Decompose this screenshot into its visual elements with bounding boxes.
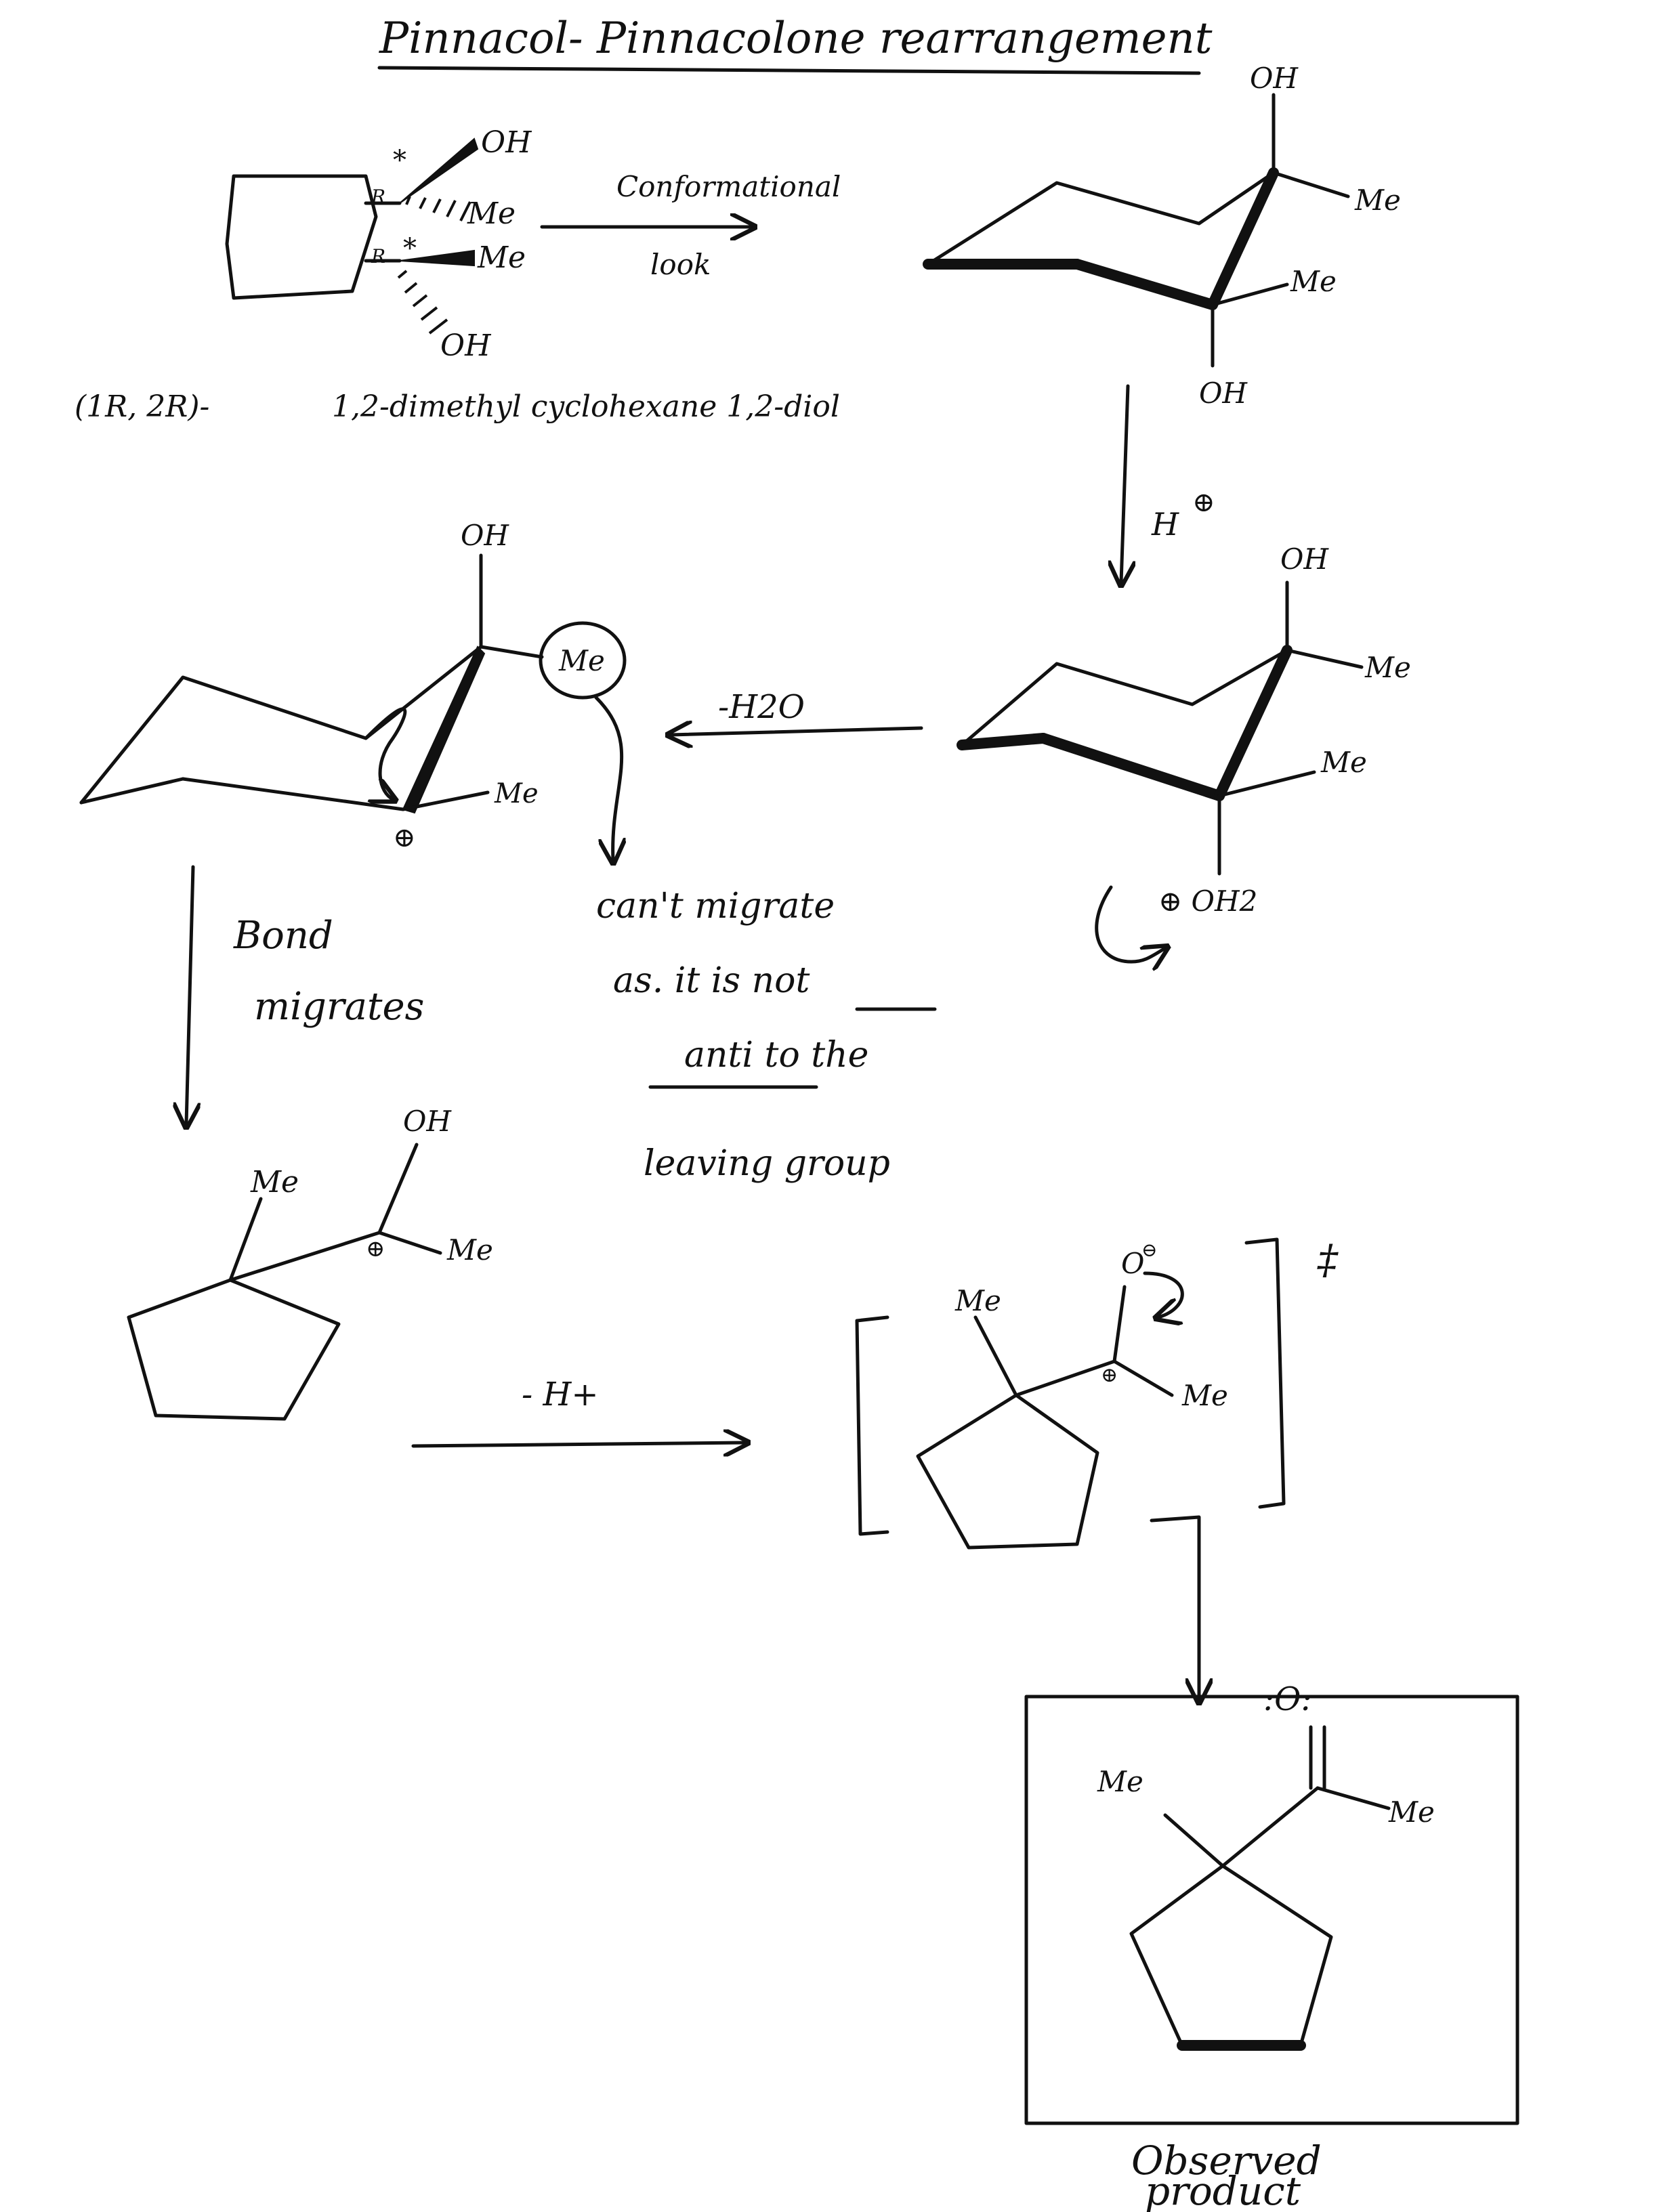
step1-label-line2: look <box>650 248 711 281</box>
cyclopentane-ring-1 <box>127 1278 341 1421</box>
r-label-1: R <box>371 186 385 208</box>
reactant-oh-bottom: OH <box>440 328 492 363</box>
page-title: Pinnacol- Pinnacolone rearrangement <box>379 14 1213 64</box>
product-me-right: Me <box>1388 1795 1435 1829</box>
stereo-mark-2: * <box>403 233 417 264</box>
hashed-bond-oh-bottom <box>397 270 448 335</box>
chair1-oh-bottom: OH <box>1199 377 1248 410</box>
bracket-me-left: Me <box>954 1284 1001 1317</box>
reactant-name-prefix: (1R, 2R)- <box>75 389 209 424</box>
product-oxygen: :O: <box>1263 1680 1312 1718</box>
caption-line1: Observed <box>1131 2137 1322 2184</box>
reactant-structure: OH Me Me OH * * R R <box>225 125 532 363</box>
final-arrow <box>1150 1515 1199 1700</box>
note-line4: leaving group <box>644 1143 890 1184</box>
step4-arrow <box>186 865 193 1124</box>
caption-line2: product <box>1145 2168 1301 2212</box>
reactant-oh-top: OH <box>481 125 532 160</box>
final-product-box: :O: Me Me <box>1024 1680 1519 2125</box>
migration-curved-arrow <box>364 707 407 799</box>
carbocation-charge: ⊕ <box>393 822 416 853</box>
ring-me-right: Me <box>446 1233 493 1267</box>
note-pointer-arrow <box>594 696 622 860</box>
step4-label-line1: Bond <box>233 914 333 958</box>
circled-me-group <box>539 621 627 700</box>
carbocation-chair: OH Me Me ⊕ <box>79 519 627 860</box>
chair1-me-right: Me <box>1354 184 1401 217</box>
chair2-me-right: Me <box>1364 651 1411 684</box>
reactant-me-lower: Me <box>477 240 526 275</box>
carbocation-me-circled: Me <box>558 644 605 677</box>
bracketed-species: Me O ⊖ Me ⊕ ‡ <box>855 1236 1339 1550</box>
bracket-me-right: Me <box>1181 1379 1228 1412</box>
cyclohexane-ring <box>225 174 378 300</box>
chair2-oh2: ⊕ OH2 <box>1158 885 1257 918</box>
wedge-bond-me-lower <box>399 249 475 267</box>
chair2-oh-top: OH <box>1280 543 1329 576</box>
cyclopentane-ring-3 <box>1129 1864 1333 2047</box>
step3-reagent: -H2O <box>718 688 805 726</box>
step2-reagent: H <box>1151 506 1179 543</box>
chair-conformer-1: OH Me Me OH <box>923 62 1401 410</box>
step3-arrow <box>671 728 923 735</box>
chair1-oh-top: OH <box>1250 62 1299 95</box>
step2-arrow <box>1121 384 1128 582</box>
reactant-name: 1,2-dimethyl cyclohexane 1,2-diol <box>332 389 840 424</box>
migration-note: can't migrate as. it is not anti to the … <box>596 886 937 1184</box>
chair-conformer-2: OH Me Me ⊕ OH2 <box>957 543 1411 962</box>
hashed-bond-me-upper <box>405 196 471 221</box>
step1-label-line1: Conformational <box>616 170 841 203</box>
step5-reagent: - H+ <box>522 1376 599 1413</box>
r-label-2: R <box>371 245 385 268</box>
ring-contracted-cation: Me OH Me ⊕ <box>127 1105 493 1421</box>
bracket-o-minus: O <box>1121 1247 1144 1280</box>
chair2-me-lower: Me <box>1320 746 1367 779</box>
leaving-group-curved-arrow <box>1095 885 1165 962</box>
bracket-o-charge: ⊖ <box>1141 1239 1157 1261</box>
left-bracket <box>855 1315 889 1536</box>
carbocation-oh-top: OH <box>461 519 509 552</box>
chair1-me-lower: Me <box>1290 265 1337 298</box>
ring-charge: ⊕ <box>366 1235 385 1262</box>
step4-label-line2: migrates <box>254 985 424 1029</box>
reactant-me-upper: Me <box>467 196 516 231</box>
product-me-left: Me <box>1097 1765 1143 1798</box>
title-underline <box>377 66 1201 75</box>
ring-me-left: Me <box>250 1165 299 1199</box>
product-frame <box>1024 1695 1519 2125</box>
right-bracket <box>1244 1237 1286 1509</box>
cyclopentane-ring-2 <box>916 1393 1099 1550</box>
note-line1: can't migrate <box>596 886 835 927</box>
stereo-mark-1: * <box>393 145 406 176</box>
carbocation-me-lower: Me <box>494 778 539 809</box>
step2-charge: ⊕ <box>1192 487 1215 518</box>
step5-arrow <box>411 1443 745 1446</box>
note-line2: as. it is not <box>613 960 810 1001</box>
oxygen-curved-arrow <box>1143 1271 1184 1317</box>
wedge-bond-oh <box>399 137 479 204</box>
bracket-charge: ⊕ <box>1101 1363 1118 1387</box>
ring-oh: OH <box>403 1105 452 1138</box>
transition-state-symbol: ‡ <box>1317 1236 1339 1283</box>
note-line3: anti to the <box>684 1035 868 1076</box>
